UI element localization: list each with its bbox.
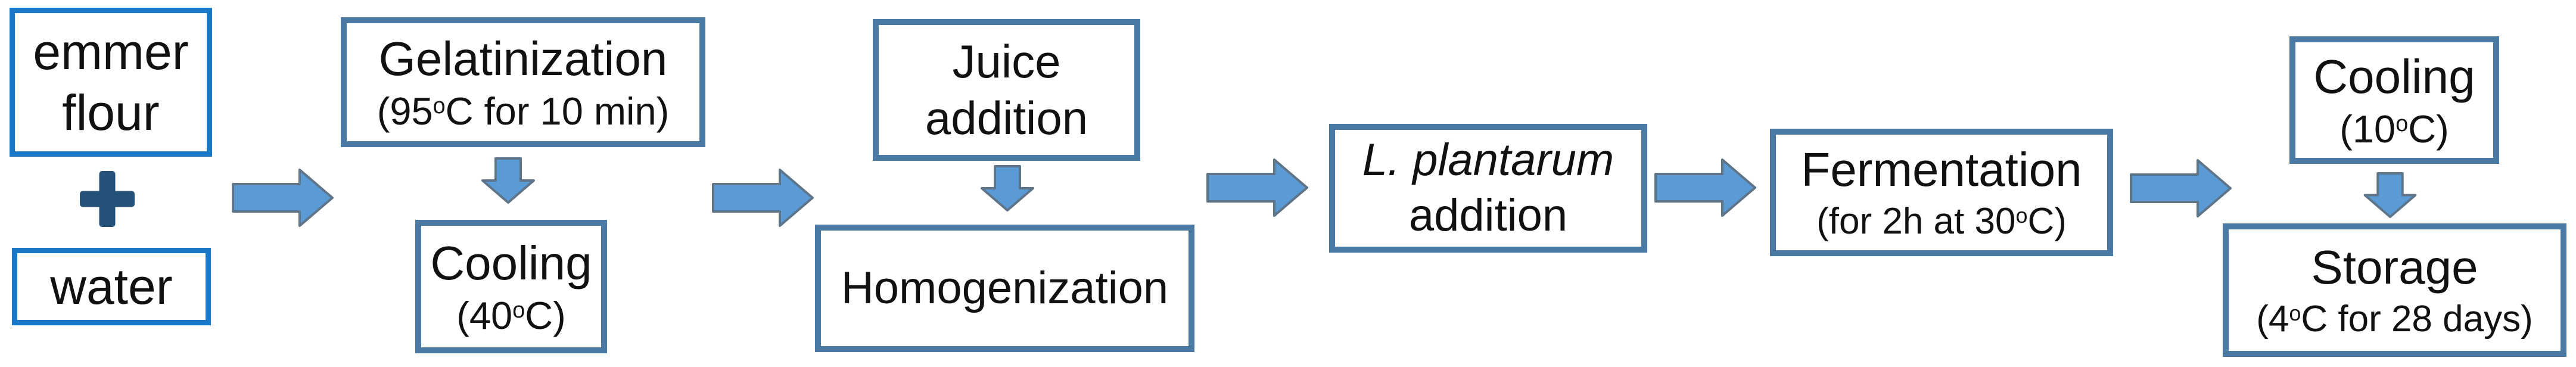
node-label: L. plantarum: [1362, 135, 1614, 186]
node-label: Gelatinization: [378, 32, 668, 85]
node-l-plantarum-addition: L. plantarum addition: [1329, 124, 1647, 253]
sublabel-text: (40: [456, 294, 513, 338]
node-gelatinization: Gelatinization (95oC for 10 min): [341, 17, 705, 147]
node-label: water: [50, 258, 173, 315]
degree-superscript: o: [2289, 301, 2301, 326]
arrow-down-icon: [2363, 172, 2417, 219]
degree-superscript: o: [433, 93, 446, 119]
node-emmer-flour: emmer flour: [10, 8, 212, 157]
node-storage: Storage (4oC for 28 days): [2223, 223, 2566, 357]
node-label: flour: [62, 85, 160, 141]
node-label: emmer: [33, 23, 189, 80]
node-label: Juice: [952, 35, 1061, 88]
degree-superscript: o: [2015, 203, 2028, 228]
node-juice-addition: Juice addition: [873, 19, 1140, 161]
node-fermentation: Fermentation (for 2h at 30oC): [1770, 129, 2113, 256]
node-label: addition: [925, 92, 1088, 144]
degree-superscript: o: [2395, 111, 2409, 136]
sublabel-text: C): [2408, 107, 2449, 151]
arrow-right-icon: [1654, 158, 1756, 217]
sublabel-text: C for 10 min): [445, 89, 670, 133]
node-sublabel: (95oC for 10 min): [377, 88, 670, 135]
node-label: Storage: [2311, 241, 2478, 294]
node-water: water: [12, 248, 211, 325]
node-label: Cooling: [430, 236, 592, 290]
node-homogenization: Homogenization: [815, 225, 1194, 352]
arrow-right-icon: [2130, 159, 2232, 217]
node-label: Fermentation: [1801, 143, 2082, 197]
node-label: addition: [1408, 190, 1568, 241]
node-cooling-40: Cooling (40oC): [415, 220, 607, 353]
node-sublabel: (40oC): [456, 292, 566, 339]
sublabel-text: C): [525, 294, 566, 338]
node-sublabel: (for 2h at 30oC): [1816, 199, 2067, 244]
degree-superscript: o: [512, 297, 525, 323]
node-label: Homogenization: [841, 262, 1169, 313]
sublabel-text: C): [2027, 200, 2067, 242]
sublabel-text: C for 28 days): [2301, 298, 2533, 340]
arrow-right-icon: [1206, 158, 1308, 217]
node-sublabel: (4oC for 28 days): [2256, 297, 2533, 342]
node-label: Cooling: [2313, 49, 2475, 103]
node-sublabel: (10oC): [2339, 105, 2449, 153]
sublabel-text: (10: [2339, 107, 2396, 151]
arrow-right-icon: [712, 169, 814, 227]
node-cooling-10: Cooling (10oC): [2289, 36, 2499, 164]
sublabel-text: (4: [2256, 298, 2289, 340]
arrow-down-icon: [981, 165, 1034, 212]
arrow-right-icon: [232, 169, 334, 227]
arrow-down-icon: [481, 157, 535, 204]
sublabel-text: (for 2h at 30: [1816, 200, 2016, 242]
plus-icon: [80, 171, 135, 227]
sublabel-text: (95: [377, 89, 433, 133]
